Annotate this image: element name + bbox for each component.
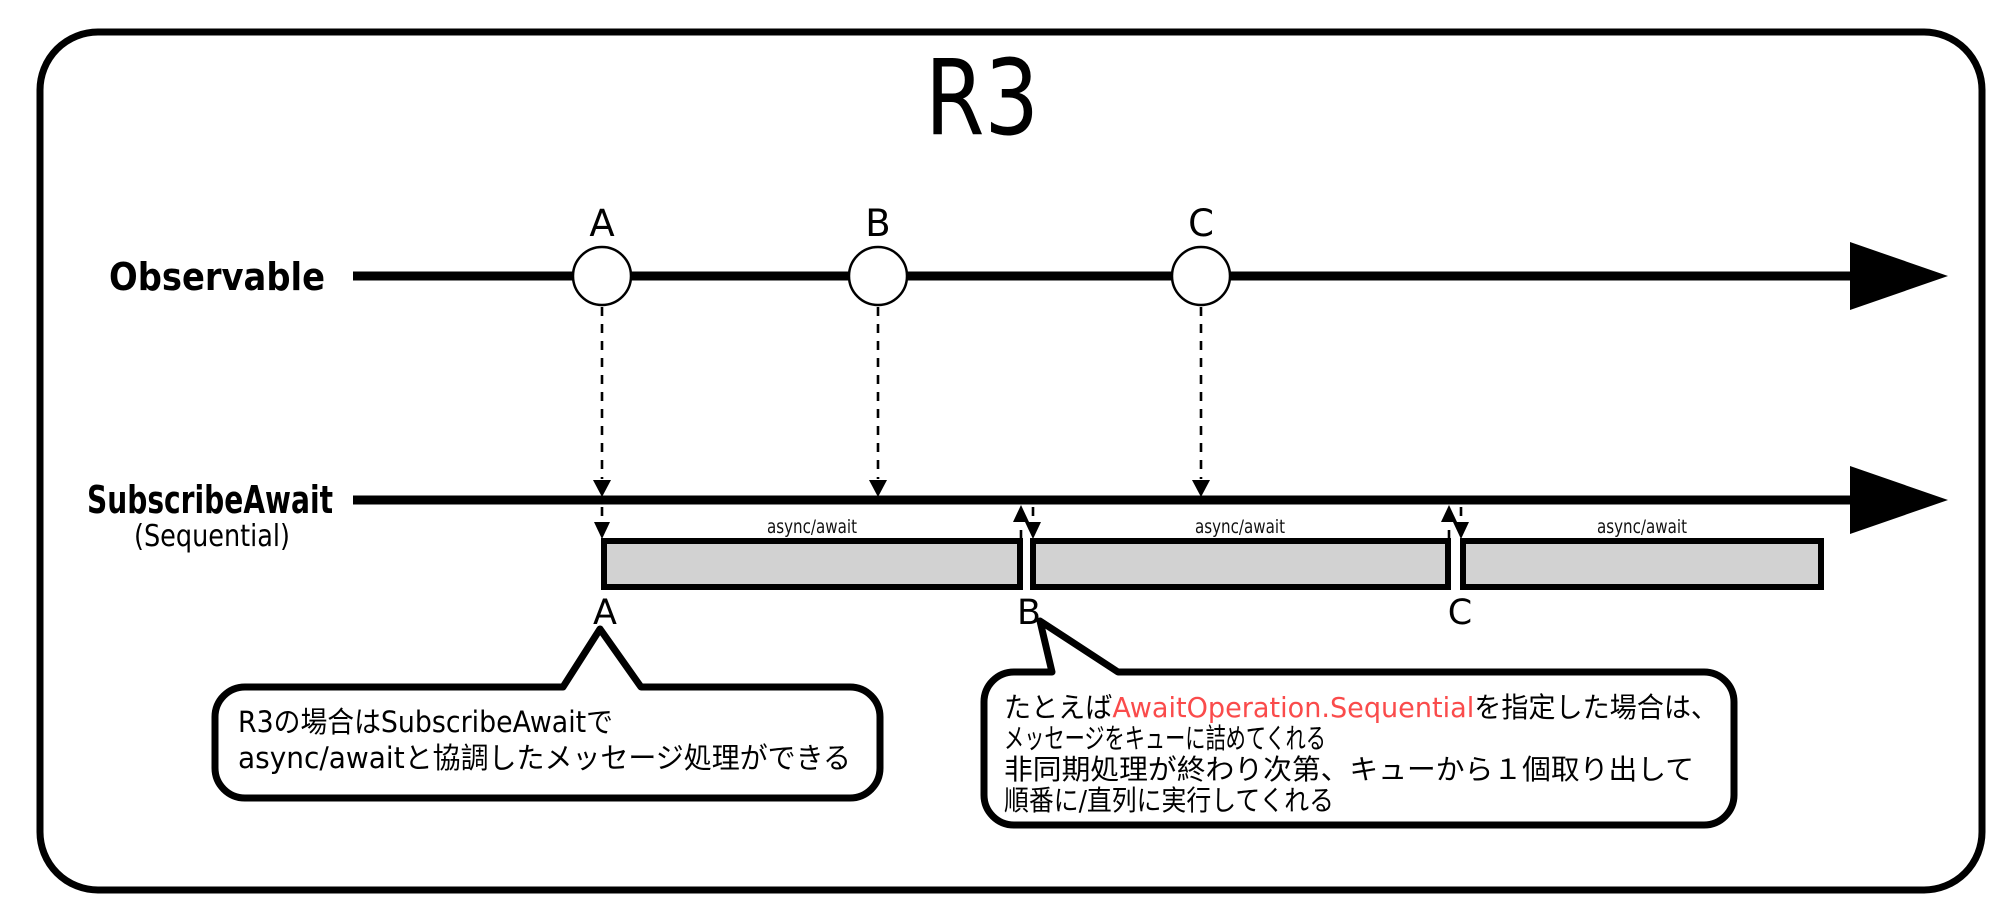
speech-bubble-right-line4: 順番に/直列に実行してくれる (1004, 784, 1334, 817)
event-label-a: A (589, 202, 614, 245)
async-bar-label-3: async/await (1597, 516, 1687, 538)
speech-bubble-left-line2: async/awaitと協調したメッセージ処理ができる (238, 741, 851, 775)
bubble-right-line1-pre: たとえば (1004, 691, 1112, 724)
speech-bubble-right-line3: 非同期処理が終わり次第、キューから１個取り出して (1004, 753, 1694, 786)
async-bar-3 (1460, 538, 1824, 590)
completion-up-arrow-c (1441, 505, 1457, 539)
async-bar-2 (1030, 538, 1451, 590)
speech-bubble-right-line2: メッセージをキューに詰めてくれる (1004, 722, 1326, 755)
async-bar-1 (601, 538, 1023, 590)
dequeue-down-arrow-b (1025, 507, 1041, 539)
speech-bubble-left-line1: R3の場合はSubscribeAwaitで (238, 705, 613, 739)
event-label-b: B (865, 202, 890, 245)
event-label-c: C (1188, 202, 1214, 245)
subscribeawait-arrowhead-icon (1850, 466, 1948, 534)
async-bar-label-2: async/await (1195, 516, 1285, 538)
bubble-right-line1-highlight: AwaitOperation.Sequential (1112, 691, 1474, 724)
bar-marker-b: B (1017, 593, 1041, 633)
observable-arrowhead-icon (1850, 242, 1948, 310)
event-marble-b (847, 245, 909, 307)
bar-marker-c: C (1448, 593, 1472, 633)
event-marble-c (1170, 245, 1232, 307)
event-marble-a (571, 245, 633, 307)
observable-label: Observable (109, 255, 325, 299)
bubble-right-line1-post: を指定した場合は、 (1474, 691, 1718, 724)
subscribeawait-sublabel: (Sequential) (134, 519, 290, 554)
outer-frame (36, 28, 1986, 894)
async-bar-label-1: async/await (767, 516, 857, 538)
completion-up-arrow-b (1013, 505, 1029, 539)
drop-arrow-b (869, 307, 887, 497)
drop-arrow-c (1192, 307, 1210, 497)
bar-marker-a: A (593, 593, 617, 633)
speech-bubble-left (211, 625, 884, 802)
dequeue-down-arrow-c (1453, 507, 1469, 539)
speech-bubble-right-line1: たとえばAwaitOperation.Sequentialを指定した場合は、 (1004, 691, 1718, 724)
speech-bubble-right (980, 617, 1738, 829)
diagram-title: R3 (925, 37, 1039, 159)
subscribeawait-label: SubscribeAwait (87, 478, 333, 522)
drop-arrow-a (593, 307, 611, 497)
enqueue-arrow-a (594, 507, 610, 539)
